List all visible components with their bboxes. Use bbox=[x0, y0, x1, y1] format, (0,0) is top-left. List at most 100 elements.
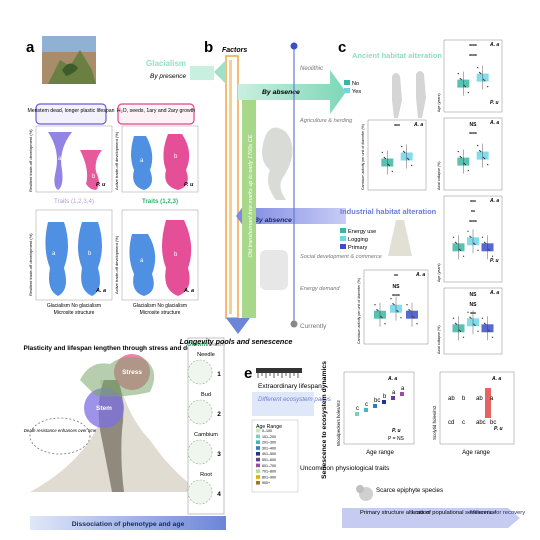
jitter-point bbox=[491, 255, 494, 257]
ruler-icon bbox=[256, 368, 302, 378]
age-swatch bbox=[256, 481, 260, 485]
jitter-point bbox=[482, 156, 485, 159]
subplot-frame bbox=[443, 39, 503, 113]
scolytid-letter: b bbox=[462, 396, 466, 402]
organ-circle bbox=[187, 399, 213, 425]
scolytid-letter: a bbox=[490, 396, 494, 402]
age-range-label: 401–500 bbox=[262, 452, 276, 456]
jitter-point bbox=[400, 145, 403, 148]
subplot-ylabel: Cambium activity per unit of diameter (%… bbox=[357, 278, 361, 344]
subplot-ylabel: Age (years) bbox=[437, 93, 441, 112]
age-range-label: 601–700 bbox=[262, 464, 276, 468]
scolytid-letter: ab bbox=[448, 396, 455, 402]
ancient-band bbox=[238, 70, 346, 114]
violin-species-tr: P. u bbox=[184, 182, 194, 188]
woodpecker-pns: P = NS bbox=[388, 436, 405, 442]
paces-label: Different ecosystem paces bbox=[258, 396, 331, 403]
significance-label: NS bbox=[470, 292, 478, 298]
human-silhouette-2 bbox=[416, 71, 426, 118]
jitter-point bbox=[469, 235, 471, 237]
age-swatch bbox=[256, 446, 260, 450]
jitter-point bbox=[392, 303, 394, 305]
violin-species-bl: A. a bbox=[95, 288, 106, 294]
jitter-point bbox=[400, 317, 402, 319]
violin-letter-br-a: a bbox=[140, 258, 144, 264]
plasticity-section: Plasticity and lifespan lengthen through… bbox=[24, 337, 226, 530]
jitter-point bbox=[397, 311, 399, 313]
woodpecker-letter: a bbox=[401, 386, 405, 392]
by-absence-top: By absence bbox=[262, 89, 300, 96]
growth-death-title: Growth/Death bbox=[187, 342, 225, 348]
scolytid-letter: cd bbox=[448, 420, 454, 426]
jitter-point bbox=[478, 149, 481, 152]
organ-circle bbox=[187, 439, 213, 465]
jitter-point bbox=[374, 304, 376, 306]
woodpecker-ylabel: Woodpeckers holes/m2 bbox=[336, 400, 341, 446]
subplot-frame bbox=[443, 287, 503, 355]
traits-right: Traits (1,2,3) bbox=[142, 198, 178, 205]
violin-letter-tr-b: b bbox=[174, 154, 178, 160]
jitter-point bbox=[416, 323, 418, 325]
jitter-point bbox=[476, 66, 479, 69]
scolytid-species-2: P. u bbox=[494, 426, 503, 432]
jitter-point bbox=[464, 163, 467, 166]
epiphyte-icon bbox=[356, 485, 373, 501]
jitter-point bbox=[478, 71, 481, 74]
jitter-point bbox=[458, 329, 461, 331]
subplot-ylabel: Age (years) bbox=[437, 263, 441, 282]
age-range-label: 701–800 bbox=[262, 470, 276, 474]
timeline-strip bbox=[242, 100, 256, 318]
jitter-point bbox=[457, 72, 460, 75]
ylabel-right-bot: Active trade-off development (%) bbox=[114, 235, 119, 294]
woodpecker-xlabel: Age range bbox=[366, 450, 394, 456]
subplot-frame bbox=[443, 117, 503, 191]
jitter-point bbox=[454, 241, 457, 243]
jitter-point bbox=[483, 322, 486, 324]
by-absence-bot: By absence bbox=[254, 217, 292, 224]
violin-letter-tl-a: a bbox=[58, 156, 62, 162]
jitter-point bbox=[452, 236, 455, 238]
ylabel-left-bot: Resilient trade-off development (%) bbox=[28, 233, 33, 296]
panel-e-letter: e bbox=[244, 365, 252, 382]
jitter-point bbox=[467, 91, 470, 94]
legend-primary: Primary bbox=[348, 245, 367, 251]
age-range-label: 301–400 bbox=[262, 446, 276, 450]
jitter-point bbox=[467, 230, 469, 232]
plasticity-title: Plasticity and lifespan lengthen through… bbox=[24, 345, 201, 352]
woodpecker-mark bbox=[382, 400, 386, 404]
jitter-point bbox=[402, 150, 405, 153]
violin-letter-tl-b: b bbox=[92, 174, 96, 180]
jitter-point bbox=[406, 304, 408, 306]
woodpecker-species: A. a bbox=[387, 376, 397, 382]
jitter-point bbox=[481, 317, 484, 319]
legend-energy: Energy use bbox=[348, 229, 376, 235]
industrial-subplots: Cambium activity per unit of diameter (%… bbox=[357, 195, 503, 355]
jitter-point bbox=[407, 158, 410, 161]
jitter-point bbox=[479, 150, 482, 153]
jitter-point bbox=[464, 85, 467, 88]
violin-letter-bl-b: b bbox=[88, 251, 92, 257]
human-silhouette-1 bbox=[392, 73, 402, 118]
social-label: Social development & commerce bbox=[300, 254, 382, 260]
longevity-arrow bbox=[226, 318, 250, 334]
jitter-point bbox=[479, 72, 482, 75]
jitter-point bbox=[491, 336, 494, 338]
jitter-point bbox=[484, 323, 487, 325]
woodpecker-letter: bc bbox=[374, 398, 380, 404]
violin-letter-tr-a: a bbox=[140, 158, 144, 164]
jitter-point bbox=[481, 236, 484, 238]
ancient-subplots: Cambium activity per unit of diameter (%… bbox=[361, 39, 503, 191]
age-range-label: 900+ bbox=[262, 481, 270, 485]
subplot-ylabel: Cambium activity per unit of diameter (%… bbox=[361, 124, 365, 190]
subplot-ylabel: Axial collapse (%) bbox=[437, 161, 441, 190]
organ-name: Bud bbox=[201, 392, 211, 398]
loss-pop-label: Loss of populational senescence bbox=[412, 510, 496, 516]
jitter-point bbox=[482, 78, 485, 81]
age-range-label: 801–900 bbox=[262, 475, 276, 479]
jitter-point bbox=[377, 310, 379, 312]
jitter-point bbox=[469, 316, 471, 318]
epiphyte-label: Scarce epiphyte species bbox=[376, 487, 443, 494]
significance-label: **** bbox=[469, 54, 477, 60]
jitter-point bbox=[409, 310, 411, 312]
